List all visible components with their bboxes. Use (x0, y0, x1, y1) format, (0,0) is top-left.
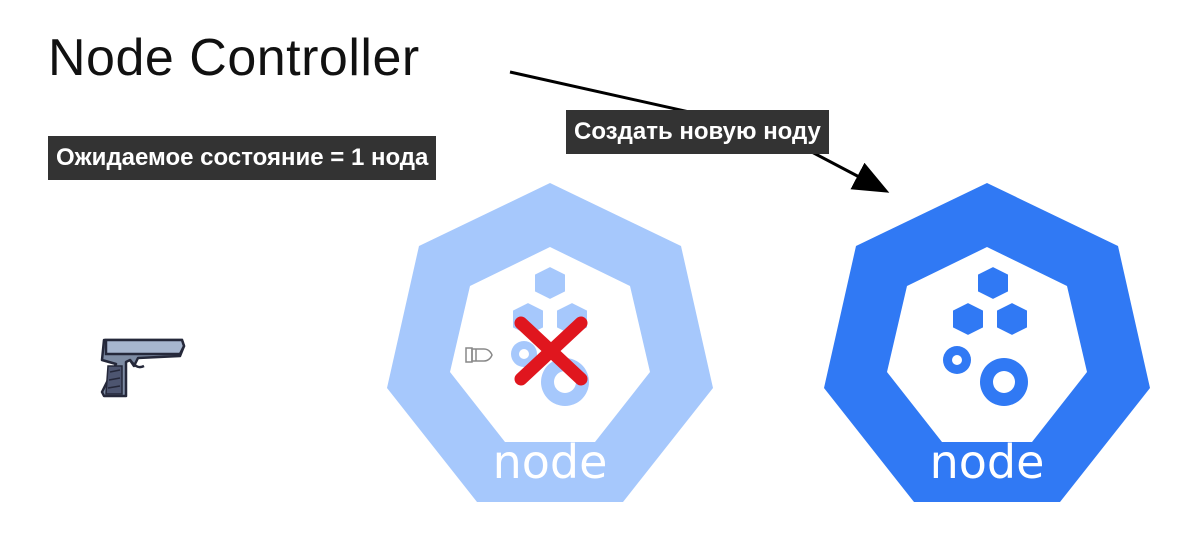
active-node: node (824, 183, 1150, 502)
failed-node: node (387, 183, 713, 502)
node-label: node (493, 435, 608, 489)
cubes-icon (951, 264, 1029, 338)
pistol-icon (100, 338, 186, 398)
gears-icon (943, 346, 1028, 406)
page-title: Node Controller (48, 29, 420, 87)
node-label: node (930, 435, 1045, 489)
cross-icon (514, 316, 588, 386)
bullet-icon (465, 347, 493, 363)
node-inner-heptagon (887, 247, 1087, 442)
create-node-label: Создать новую ноду (566, 110, 829, 154)
desired-state-label: Ожидаемое состояние = 1 нода (48, 136, 437, 180)
